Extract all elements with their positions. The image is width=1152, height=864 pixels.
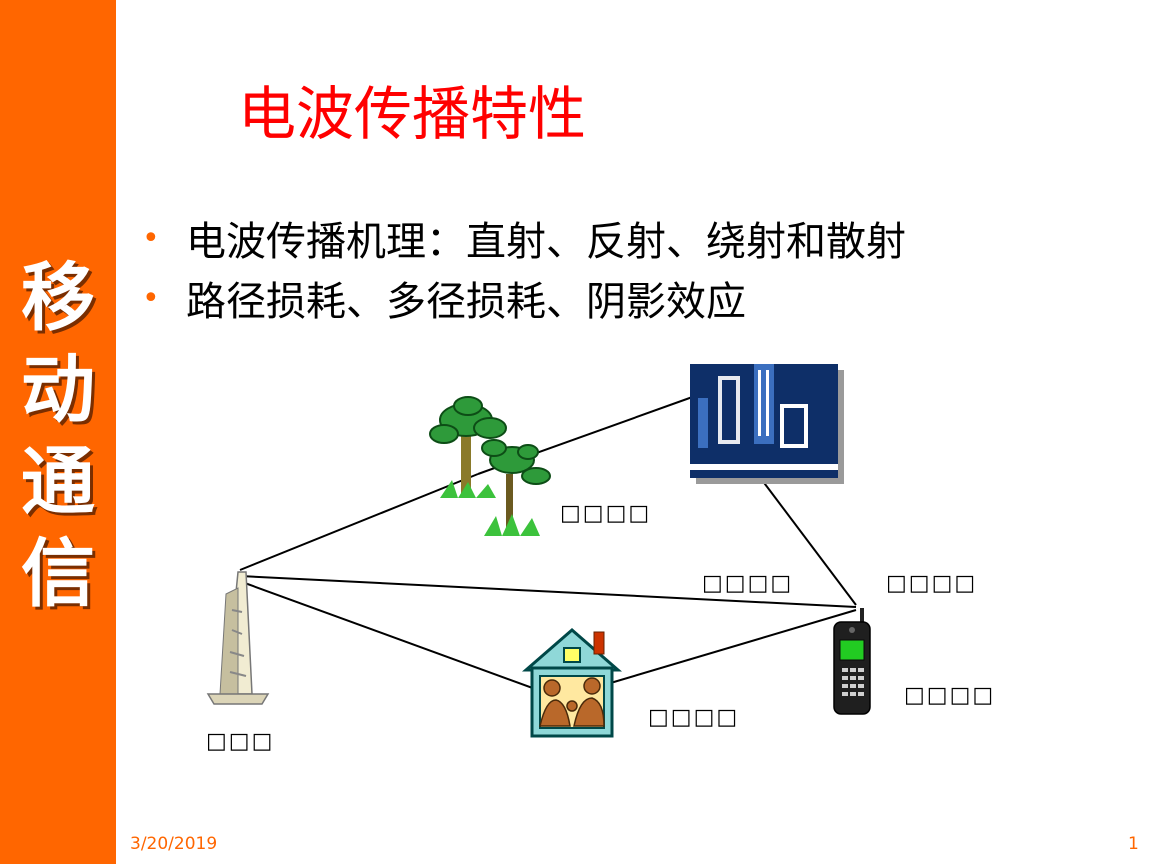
house-label: □□□□ (648, 705, 740, 730)
bullet-item: • 路径损耗、多径损耗、阴影效应 (142, 268, 906, 328)
path-tower-tree (239, 473, 479, 571)
page-number: 1 (1128, 834, 1139, 854)
sidebar: 移 动 通 信 (0, 0, 116, 864)
tower-icon (206, 571, 270, 705)
sidebar-title-char: 动 (21, 347, 95, 433)
link-mid-label: □□□□ (702, 571, 794, 596)
building-right-label: □□□□ (886, 571, 978, 596)
path-tower-house (241, 581, 561, 699)
bullet-list: • 电波传播机理：直射、反射、绕射和散射 • 路径损耗、多径损耗、阴影效应 (142, 208, 906, 328)
footer-date: 3/20/2019 (130, 834, 218, 854)
bullet-text: 路径损耗、多径损耗、阴影效应 (186, 279, 746, 325)
tower-label: □□□ (206, 729, 275, 754)
bullet-item: • 电波传播机理：直射、反射、绕射和散射 (142, 208, 906, 268)
bullet-dot-icon: • (142, 220, 160, 256)
sidebar-title-char: 通 (21, 439, 95, 525)
path-direct (239, 575, 857, 608)
tree-label: □□□□ (560, 501, 652, 526)
sidebar-title: 移 动 通 信 (0, 252, 116, 620)
sidebar-title-char: 移 (21, 255, 95, 341)
bullet-dot-icon: • (142, 280, 160, 316)
phone-label: □□□□ (904, 683, 996, 708)
slide-title: 电波传播特性 (238, 80, 587, 148)
sidebar-title-char: 信 (21, 531, 95, 617)
house-icon (521, 628, 623, 738)
tree-icon (429, 396, 551, 536)
building-icon (690, 364, 844, 484)
bullet-text: 电波传播机理：直射、反射、绕射和散射 (186, 219, 906, 265)
mobile-phone-icon (833, 608, 871, 715)
